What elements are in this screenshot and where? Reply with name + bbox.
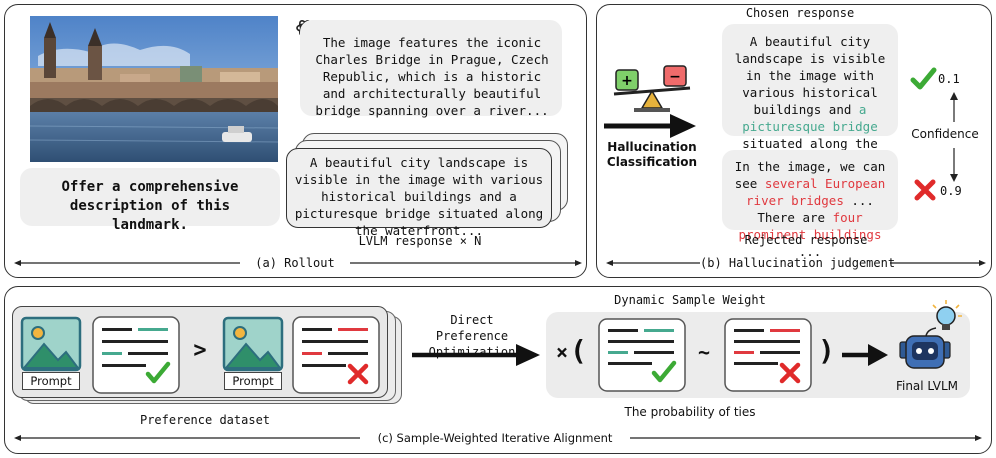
lvlm-response-text: A beautiful city landscape is visible in… xyxy=(294,155,544,238)
rejected-response-card xyxy=(722,150,898,230)
chosen-confidence: 0.1 xyxy=(938,72,960,86)
alignment-caption: (c) Sample-Weighted Iterative Alignment xyxy=(360,431,630,445)
rejected-weight-card xyxy=(724,318,812,392)
final-lvlm-label: Final LVLM xyxy=(895,379,959,393)
chosen-highlight: a picturesque bridge xyxy=(742,102,878,134)
greater-than-symbol: > xyxy=(193,338,207,363)
prompt-tag-label-1: Prompt xyxy=(30,374,72,388)
chosen-response-card xyxy=(722,24,898,136)
rejected-doc-card xyxy=(292,316,380,394)
rejected-text-mid: ... There are xyxy=(757,193,874,225)
close-paren: ) xyxy=(818,334,835,367)
tilde-symbol: ~ xyxy=(697,340,711,364)
lvlm-response-card xyxy=(286,148,552,228)
rejected-text-post: ... xyxy=(798,244,822,259)
final-arrow xyxy=(842,344,888,366)
image-icon xyxy=(20,316,82,372)
rejected-confidence: 0.9 xyxy=(940,184,962,198)
chosen-weight-card xyxy=(598,318,686,392)
classification-label: Hallucination Classification xyxy=(606,140,698,169)
gpt-response-card xyxy=(300,20,562,116)
prompt-tag-1 xyxy=(22,372,80,390)
judgement-caption: (b) Hallucination judgement xyxy=(700,256,896,270)
multiply-symbol: × xyxy=(555,340,569,364)
prompt-card xyxy=(20,168,280,226)
classification-arrow xyxy=(604,114,696,138)
prompt-tag-2 xyxy=(224,372,282,390)
rollout-caption: (a) Rollout xyxy=(240,256,350,270)
balance-scale-icon: + − xyxy=(613,65,691,112)
confidence-label: Confidence xyxy=(911,127,979,141)
ties-label: The probability of ties xyxy=(624,405,756,419)
svg-text:−: − xyxy=(669,69,681,85)
gpt-response-text: The image features the iconic Charles Br… xyxy=(315,35,549,118)
dataset-label: Preference dataset xyxy=(139,413,271,427)
svg-text:+: + xyxy=(621,73,633,89)
cross-icon xyxy=(914,179,936,201)
prompt-tag-label-2: Prompt xyxy=(232,374,274,388)
weight-title: Dynamic Sample Weight xyxy=(614,293,766,307)
chosen-text-pre: A beautiful city landscape is visible in… xyxy=(734,34,886,117)
chosen-doc-card xyxy=(92,316,180,394)
image-icon xyxy=(222,316,284,372)
landmark-photo xyxy=(29,16,279,162)
dpo-arrow xyxy=(412,344,540,366)
rejected-response-text: In the image, we can see several Europea… xyxy=(724,158,896,260)
confidence-axis xyxy=(950,92,958,182)
check-icon xyxy=(910,67,937,90)
rejected-text-pre: In the image, we can see xyxy=(734,159,886,191)
rejected-highlight-2: four prominent buildings xyxy=(738,210,882,242)
chosen-title: Chosen response xyxy=(745,6,855,20)
prompt-text: Offer a comprehensive description of thi… xyxy=(61,179,239,233)
robot-icon xyxy=(899,300,962,369)
lvlm-response-label: LVLM response × N xyxy=(358,234,482,248)
rejected-highlight-1: several European river bridges xyxy=(746,176,886,208)
open-paren: ( xyxy=(570,334,587,367)
rejected-title: Rejected response xyxy=(744,233,868,247)
chosen-response-text: A beautiful city landscape is visible in… xyxy=(724,33,896,169)
